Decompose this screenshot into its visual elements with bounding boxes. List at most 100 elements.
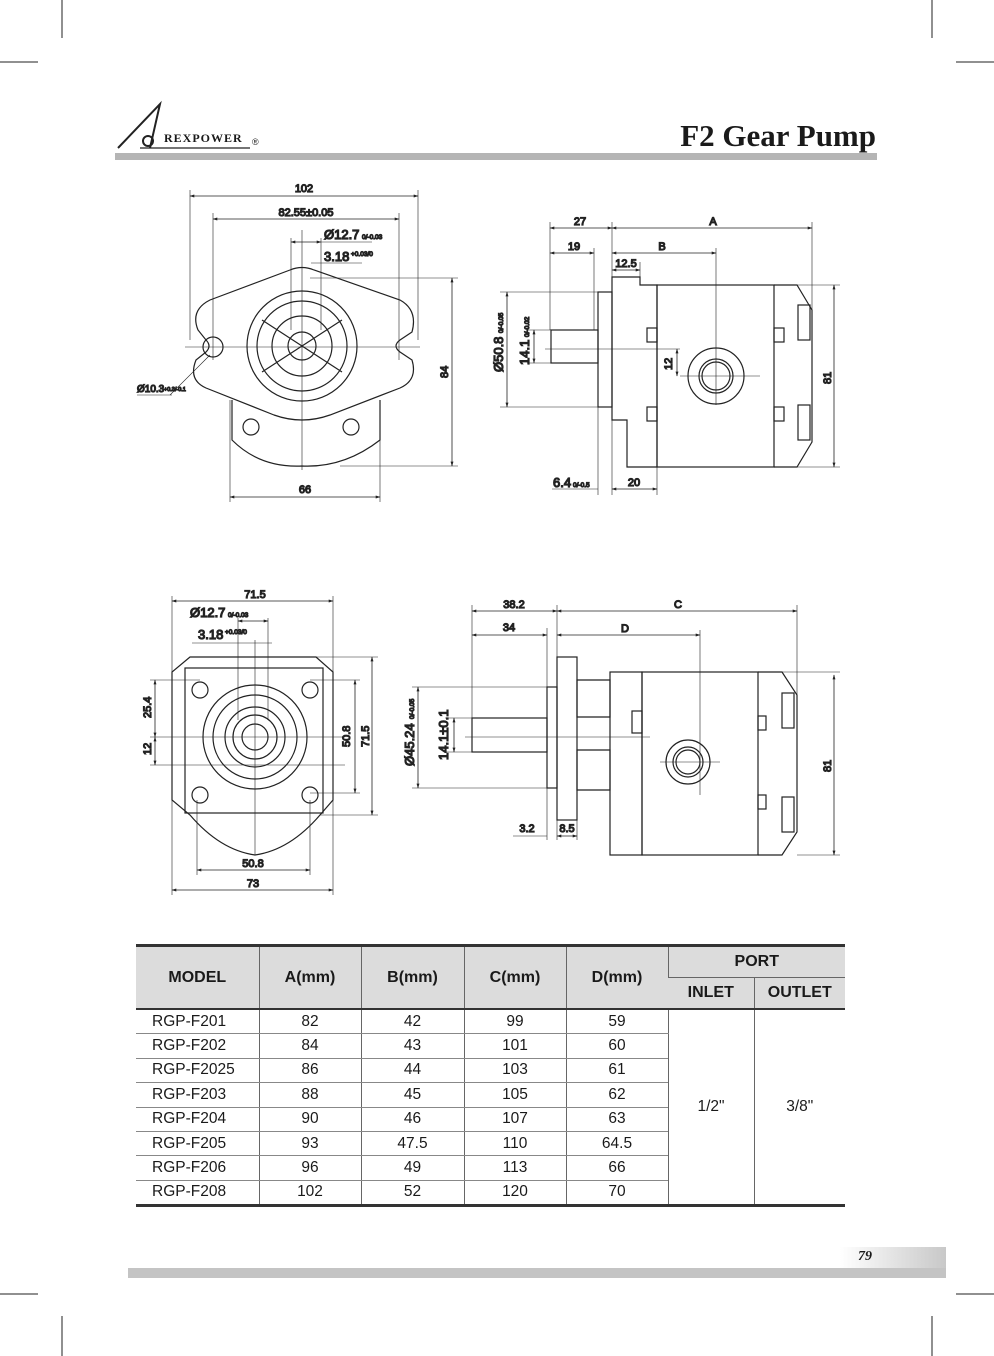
- dim-27: 27: [574, 216, 586, 228]
- footer-rule: [128, 1268, 946, 1278]
- cell-c: 101: [463, 1033, 566, 1059]
- header-outlet: OUTLET: [753, 977, 845, 1009]
- dim-73: 73: [247, 878, 259, 890]
- dim-key-2: 3.18: [198, 627, 223, 642]
- cell-b: 46: [360, 1107, 464, 1132]
- cell-d: 61: [565, 1058, 668, 1084]
- dim-81-2: 81: [822, 760, 834, 772]
- cell-a: 93: [258, 1131, 361, 1157]
- header-b: B(mm): [360, 945, 464, 1009]
- cell-b: 42: [360, 1009, 464, 1035]
- cell-d: 60: [565, 1033, 668, 1059]
- dim-key-2-tolerance: +0.03/0: [225, 629, 247, 636]
- header-a: A(mm): [258, 945, 361, 1009]
- cell-a: 102: [258, 1180, 361, 1207]
- cell-inlet: 1/2": [667, 1009, 754, 1206]
- cell-c: 110: [463, 1131, 566, 1157]
- dim-key-tolerance: +0.03/0: [351, 251, 373, 258]
- header-model: MODEL: [136, 945, 259, 1009]
- dim-shaft-2: 14.1±0.1: [436, 709, 451, 760]
- model-dimensions-table: MODEL A(mm) B(mm) C(mm) D(mm) PORT INLET…: [136, 944, 845, 1207]
- dim-B: B: [658, 241, 665, 253]
- cell-model: RGP-F2025: [136, 1058, 259, 1084]
- dim-102: 102: [295, 183, 313, 195]
- header-d: D(mm): [565, 945, 668, 1009]
- dim-hole-tolerance: +0.3/-0.1: [164, 387, 186, 393]
- dim-71-5-top: 71.5: [244, 589, 265, 601]
- cell-c: 99: [463, 1009, 566, 1035]
- front-view-drawing-2: 71.5 Ø12.7 0/-0.03 3.18 +0.03/0 25.4 12 …: [141, 588, 378, 895]
- header-rule: [115, 153, 877, 160]
- cell-a: 96: [258, 1155, 361, 1181]
- dim-shaft-dia-tolerance: 0/-0.03: [362, 234, 383, 241]
- dim-66: 66: [299, 484, 311, 496]
- dim-shaft-dia-2: Ø12.7: [190, 605, 225, 620]
- cell-c: 105: [463, 1082, 566, 1108]
- dim-6-4: 6.4: [553, 475, 571, 490]
- dim-3-2: 3.2: [519, 823, 534, 835]
- cell-d: 59: [565, 1009, 668, 1035]
- cell-a: 90: [258, 1107, 361, 1132]
- cell-c: 107: [463, 1107, 566, 1132]
- dim-12: 12: [663, 358, 675, 370]
- page-number: 79: [858, 1249, 872, 1264]
- cell-a: 86: [258, 1058, 361, 1084]
- cell-c: 113: [463, 1155, 566, 1181]
- page-title: F2 Gear Pump: [680, 118, 876, 153]
- dim-82-55: 82.55±0.05: [279, 207, 334, 219]
- side-view-drawing-1: 27 A 19 B 12.5 Ø50.8 0/-0.05 14.1 0/-0.0…: [490, 215, 840, 495]
- dim-12-2: 12: [142, 743, 154, 755]
- dim-C: C: [674, 599, 682, 611]
- dim-12-5: 12.5: [615, 258, 636, 270]
- dim-20: 20: [628, 477, 640, 489]
- cell-b: 45: [360, 1082, 464, 1108]
- dim-pilot-dia-tolerance: 0/-0.05: [498, 312, 505, 333]
- dim-shaft: 14.1: [517, 340, 532, 365]
- registered-mark: ®: [252, 137, 259, 147]
- dim-pilot-dia-2-tolerance: 0/-0.05: [409, 698, 416, 719]
- dim-81: 81: [822, 372, 834, 384]
- dim-shaft-tolerance: 0/-0.02: [524, 316, 531, 337]
- cell-b: 52: [360, 1180, 464, 1207]
- dim-key: 3.18: [324, 249, 349, 264]
- dim-38-2: 38.2: [503, 599, 524, 611]
- cell-a: 82: [258, 1009, 361, 1035]
- cell-a: 88: [258, 1082, 361, 1108]
- dim-6-4-tolerance: 0/-0.5: [573, 482, 590, 489]
- dim-A: A: [709, 216, 717, 228]
- dim-pilot-dia-2: Ø45.24: [402, 723, 417, 766]
- cell-c: 120: [463, 1180, 566, 1207]
- cell-b: 44: [360, 1058, 464, 1084]
- cell-d: 66: [565, 1155, 668, 1181]
- dim-50-8-h: 50.8: [242, 858, 263, 870]
- cell-d: 63: [565, 1107, 668, 1132]
- cell-model: RGP-F208: [136, 1180, 259, 1207]
- cell-d: 70: [565, 1180, 668, 1207]
- cell-outlet: 3/8": [753, 1009, 845, 1206]
- cell-b: 49: [360, 1155, 464, 1181]
- brand-name: REXPOWER: [164, 131, 243, 145]
- dim-pilot-dia: Ø50.8: [491, 337, 506, 372]
- cell-c: 103: [463, 1058, 566, 1084]
- header-inlet: INLET: [668, 977, 754, 1009]
- dim-50-8-v: 50.8: [341, 726, 353, 747]
- cell-a: 84: [258, 1033, 361, 1059]
- side-view-drawing-2: 38.2 C 34 D Ø45.24 0/-0.05 14.1±0.1 81 3…: [401, 598, 840, 856]
- dim-25-4: 25.4: [142, 697, 154, 718]
- cell-model: RGP-F205: [136, 1131, 259, 1157]
- dim-shaft-dia-2-tolerance: 0/-0.03: [228, 612, 249, 619]
- cell-model: RGP-F201: [136, 1009, 259, 1035]
- dim-84: 84: [439, 366, 451, 378]
- header-port: PORT: [667, 945, 845, 978]
- dim-hole: Ø10.3: [137, 384, 165, 395]
- header-c: C(mm): [463, 945, 566, 1009]
